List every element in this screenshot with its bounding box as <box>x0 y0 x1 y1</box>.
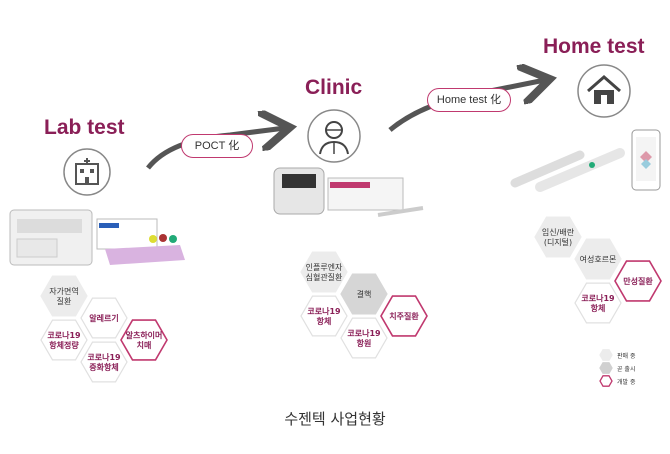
hospital-icon <box>63 148 111 196</box>
clinic-hex-1-label: 결핵 <box>357 289 372 299</box>
lab-hex-0-shape <box>40 275 88 317</box>
home-test-title: Home test <box>543 35 645 58</box>
legend-swatch-dev <box>599 375 613 387</box>
lab-hex-3-label-line: 알츠하이머 <box>126 330 163 340</box>
lab-hex-1-label: 알레르기 <box>89 313 118 323</box>
clinic-hex-0-label-line: 심혈관질환 <box>306 272 343 282</box>
home-hex-3-label-line: 코로나19 <box>581 293 615 303</box>
house-icon <box>577 64 631 118</box>
home-hex-0-label-line: 임신/배란 <box>542 227 575 237</box>
lab-hex-1-shape <box>80 297 128 339</box>
home-hex-0-label: 임신/배란(디지털) <box>542 227 575 247</box>
figure-caption: 수젠텍 사업현황 <box>284 410 386 428</box>
legend-label-dev: 개발 중 <box>617 378 636 386</box>
lab-hex-0-label-line: 자가면역 <box>49 286 78 296</box>
home-hex-2-shape <box>614 260 662 302</box>
legend-label-soon: 곧 출시 <box>617 365 635 373</box>
clinic-hex-4-label-line: 항원 <box>357 338 372 348</box>
clinic-hex-3-shape <box>380 295 428 337</box>
clinic-hex-1-label-line: 결핵 <box>357 289 372 299</box>
clinic-hex-0-label-line: 인플루엔자 <box>306 262 343 272</box>
legend-swatch-soon <box>599 362 613 374</box>
legend-label-sold: 판매 중 <box>617 352 636 360</box>
clinic-hex-0-shape <box>300 251 348 293</box>
clinic-hex-4-label-line: 코로나19 <box>347 328 381 338</box>
lab-test-title: Lab test <box>44 116 125 139</box>
lab-hex-2-label-line: 코로나19 <box>47 330 81 340</box>
lab-hex-2-label-line: 항체정량 <box>49 340 79 350</box>
home-test-products <box>510 129 661 192</box>
lab-hex-1-label-line: 알레르기 <box>89 313 118 323</box>
clinic-hex-3-label-line: 치주질환 <box>389 311 419 321</box>
home-hex-1-label-line: 여성호르몬 <box>580 254 617 264</box>
doctor-icon <box>307 109 361 163</box>
lab-analyzer-products <box>9 209 185 266</box>
clinic-hex-2-label-line: 코로나19 <box>307 306 341 316</box>
home-hex-0-label-line: (디지털) <box>544 237 572 247</box>
lab-hex-4-shape <box>80 341 128 383</box>
poct-pill: POCT 化 <box>181 134 253 158</box>
home-hex-2-label: 만성질환 <box>623 276 653 286</box>
home-hex-1-label: 여성호르몬 <box>580 254 617 264</box>
clinic-title: Clinic <box>305 76 363 99</box>
lab-hex-4-label-line: 중화항체 <box>89 362 118 372</box>
home-hex-0-shape <box>534 216 582 258</box>
home-hex-3-shape <box>574 282 622 324</box>
clinic-hex-2-shape <box>300 295 348 337</box>
clinic-hex-4-shape <box>340 317 388 359</box>
clinic-hex-2-label-line: 항체 <box>317 316 332 326</box>
lab-hex-2-shape <box>40 319 88 361</box>
home-test-pill: Home test 化 <box>427 88 511 112</box>
lab-hex-0-label-line: 질환 <box>57 296 72 306</box>
home-hex-3-label-line: 항체 <box>591 303 606 313</box>
lab-hex-3-label-line: 치매 <box>137 340 152 350</box>
lab-hex-3-shape <box>120 319 168 361</box>
clinic-reader-products <box>273 167 424 217</box>
clinic-hex-3-label: 치주질환 <box>389 311 419 321</box>
home-hex-2-label-line: 만성질환 <box>623 276 653 286</box>
lab-hex-4-label-line: 코로나19 <box>87 352 121 362</box>
home-hex-1-shape <box>574 238 622 280</box>
legend-swatch-sold <box>599 349 613 361</box>
clinic-hex-1-shape <box>340 273 388 315</box>
